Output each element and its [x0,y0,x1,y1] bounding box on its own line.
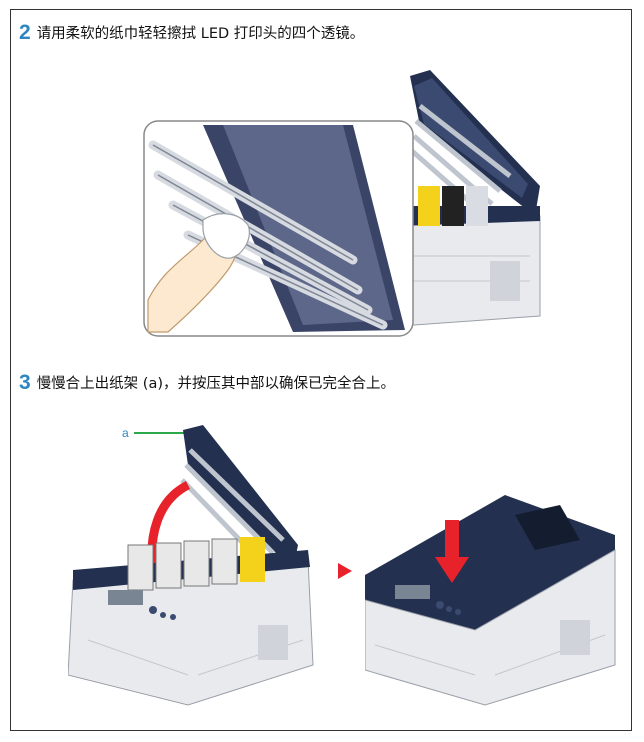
right-triangle-icon [338,563,352,579]
hand-wiping-icon [147,213,250,333]
callout-label-a: a [122,426,129,440]
printer-open-lid-illustration [400,70,541,327]
down-arrow-icon [435,557,469,583]
led-head-closeup-callout [143,120,414,337]
step-text: 请用柔软的纸巾轻轻擦拭 LED 打印头的四个透镜。 [36,26,365,42]
printer-closing-lid-illustration [68,425,314,706]
step-3: 3 慢慢合上出纸架 (a)，并按压其中部以确保已完全合上。 [19,372,395,394]
step-text: 慢慢合上出纸架 (a)，并按压其中部以确保已完全合上。 [36,376,395,392]
callout-leader-line [134,432,184,434]
step-number: 2 [19,21,31,44]
printer-closed-illustration [365,495,616,706]
step-2: 2 请用柔软的纸巾轻轻擦拭 LED 打印头的四个透镜。 [19,22,364,44]
step-number: 3 [19,371,31,394]
